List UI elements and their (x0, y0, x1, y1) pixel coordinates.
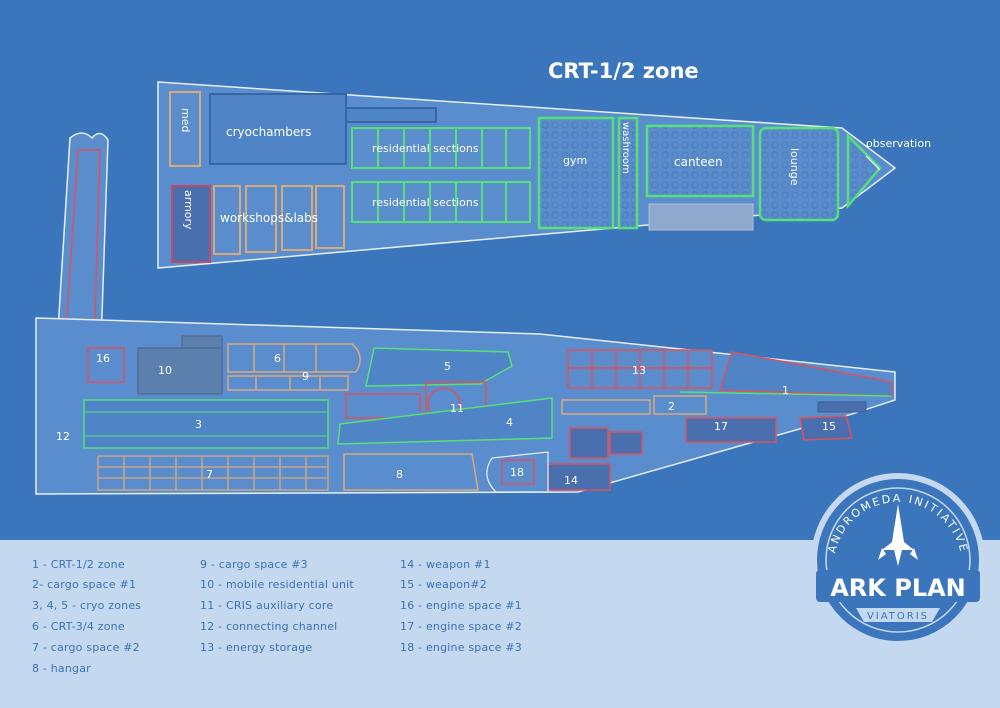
gym-room (537, 116, 615, 230)
upper-deck: med cryochambers armory workshops&labs r… (157, 81, 931, 269)
label-lounge: lounge (788, 148, 801, 186)
number-2: 2 (668, 400, 675, 413)
label-armory: armory (182, 190, 195, 230)
number-18: 18 (510, 466, 524, 479)
legend-item: 1 - CRT-1/2 zone (32, 558, 125, 571)
observation-deck (846, 132, 882, 210)
legend-item: 16 - engine space #1 (400, 599, 522, 612)
engine-space-2 (685, 417, 777, 443)
label-observation: observation (866, 137, 931, 150)
number-11: 11 (450, 402, 464, 415)
hangar-outer (486, 451, 549, 493)
legend-item: 11 - CRIS auxiliary core (200, 599, 334, 612)
canteen-room (645, 124, 755, 198)
number-4: 4 (506, 416, 513, 429)
legend-item: 10 - mobile residential unit (200, 578, 354, 591)
legend-item: 3, 4, 5 - cryo zones (32, 599, 142, 612)
mobile-residential-unit (137, 335, 223, 395)
med-room (169, 91, 201, 167)
cryo-zone-4 (337, 397, 553, 445)
number-13: 13 (632, 364, 646, 377)
legend-item: 7 - cargo space #2 (32, 641, 140, 654)
cryo-zone-5 (365, 347, 513, 387)
number-9: 9 (302, 370, 309, 383)
cryo-zone-3 (83, 399, 329, 449)
cargo-space-1 (653, 395, 707, 415)
number-14: 14 (564, 474, 578, 487)
engine-space-3 (501, 459, 535, 485)
legend-item: 8 - hangar (32, 662, 91, 675)
cryochambers-room (209, 93, 347, 165)
ark-plan-badge: ANDROMEDA INITIATIVE ARK PLAN VIATORIS (811, 473, 985, 647)
residential-sections-2 (351, 181, 531, 223)
legend-item: 14 - weapon #1 (400, 558, 491, 571)
number-16: 16 (96, 352, 110, 365)
number-1: 1 (782, 384, 789, 397)
label-residential-1: residential sections (372, 142, 479, 155)
workshops-room (213, 185, 345, 255)
legend-item: 12 - connecting channel (200, 620, 338, 633)
legend-item: 18 - engine space #3 (400, 641, 522, 654)
number-7: 7 (206, 468, 213, 481)
legend-item: 13 - energy storage (200, 641, 313, 654)
zone-title: CRT-1/2 zone (548, 59, 699, 83)
badge-title: ARK PLAN (830, 574, 966, 602)
number-8: 8 (396, 468, 403, 481)
number-15: 15 (822, 420, 836, 433)
legend-item: 15 - weapon#2 (400, 578, 487, 591)
number-10: 10 (158, 364, 172, 377)
label-canteen: canteen (674, 155, 723, 169)
label-washroom: washroom (620, 122, 631, 174)
residential-sections-1 (351, 127, 531, 169)
area-numbers: 1 2 3 4 5 6 7 8 9 10 11 12 13 14 15 16 1… (56, 352, 836, 487)
label-workshops: workshops&labs (220, 211, 318, 225)
energy-storage (567, 349, 713, 389)
badge-subtitle: VIATORIS (867, 611, 929, 622)
engine-space-1 (87, 347, 125, 383)
weapon-1 (547, 427, 643, 491)
legend-item: 2- cargo space #1 (32, 578, 137, 591)
label-gym: gym (563, 154, 587, 167)
label-cryochambers: cryochambers (226, 125, 311, 139)
number-3: 3 (195, 418, 202, 431)
number-6: 6 (274, 352, 281, 365)
lounge-room (758, 126, 840, 222)
washroom-room (617, 116, 639, 230)
armory-room (171, 185, 211, 263)
number-17: 17 (714, 420, 728, 433)
ship-plan: CRT-1/2 zone m (35, 59, 931, 495)
number-5: 5 (444, 360, 451, 373)
legend-item: 6 - CRT-3/4 zone (32, 620, 125, 633)
lower-deck (35, 317, 896, 495)
label-med: med (179, 108, 192, 132)
legend-item: 9 - cargo space #3 (200, 558, 308, 571)
weapon-2 (799, 415, 853, 441)
hangar (343, 453, 479, 491)
label-residential-2: residential sections (372, 196, 479, 209)
cargo-space-2 (97, 455, 329, 491)
crt-34-zone (227, 343, 361, 373)
number-12: 12 (56, 430, 70, 443)
cargo-space-3 (227, 375, 349, 391)
ship-icon (878, 504, 918, 566)
legend-item: 17 - engine space #2 (400, 620, 522, 633)
